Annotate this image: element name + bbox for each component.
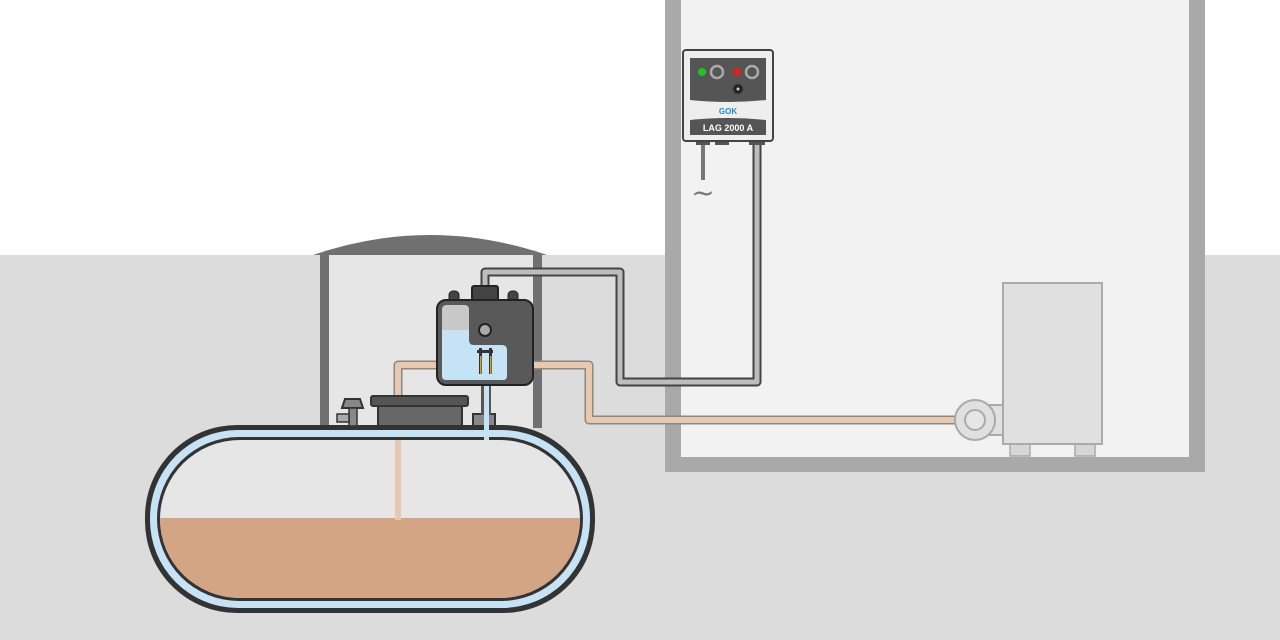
leak-sensor-unit [436, 285, 534, 386]
manhole-dome [336, 395, 496, 427]
tank [145, 425, 595, 613]
model-label: LAG 2000 A [703, 123, 754, 133]
green-led [698, 68, 706, 76]
burner [954, 282, 1103, 457]
signal-cable [480, 142, 762, 387]
red-led [733, 68, 741, 76]
button-left[interactable] [709, 64, 725, 80]
oil-level [160, 518, 580, 598]
brand-logo: GOK [719, 107, 737, 116]
button-right[interactable] [744, 64, 760, 80]
lag-2000a-control-unit: GOK LAG 2000 A [682, 49, 774, 145]
power-symbol: ~ [691, 176, 714, 209]
vacuum-line [481, 360, 491, 440]
